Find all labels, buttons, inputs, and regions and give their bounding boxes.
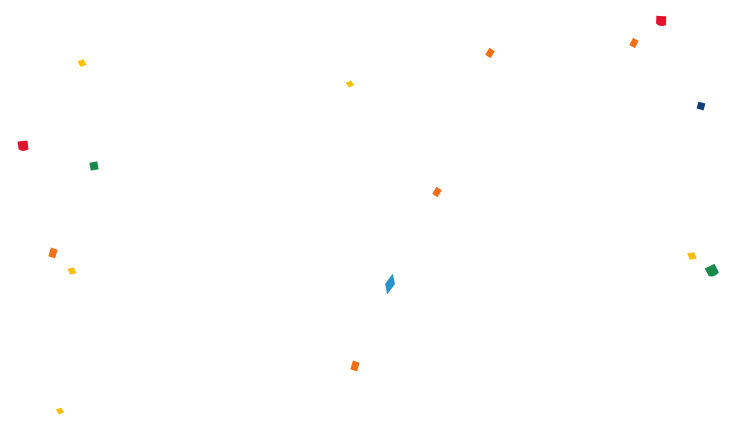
confetti-orange-parallelogram [629, 37, 639, 49]
confetti-blue-kite [385, 273, 395, 295]
confetti-red-curl [17, 140, 29, 151]
confetti-yellow-diamond [67, 267, 77, 275]
confetti-orange-parallelogram [485, 47, 495, 59]
confetti-navy-square [696, 101, 706, 111]
confetti-green-square [89, 161, 99, 171]
confetti-green-curl [704, 263, 719, 277]
confetti-yellow-diamond [77, 59, 87, 67]
confetti-orange-parallelogram [350, 360, 360, 372]
confetti-yellow-diamond [55, 407, 65, 415]
confetti-red-curl [656, 15, 667, 27]
confetti-yellow-diamond [345, 80, 355, 88]
confetti-orange-parallelogram [48, 247, 58, 259]
confetti-orange-parallelogram [432, 186, 442, 198]
confetti-yellow-diamond [687, 252, 697, 260]
